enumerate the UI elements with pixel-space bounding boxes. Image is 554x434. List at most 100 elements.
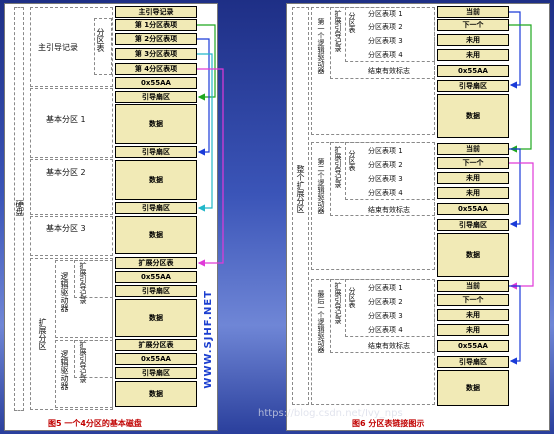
ld3-next-box: 下一个 [437, 294, 509, 306]
arrow-entry3-to-p3 [197, 53, 213, 212]
left-caption: 图5 一个4分区的基本磁盘 [48, 419, 142, 428]
ext-boot-record-2-label: 扩展引导记录 [79, 341, 87, 383]
mbr-group-label: 主引导记录 [38, 43, 78, 52]
ld2-next-box: 下一个 [437, 157, 509, 169]
ld2-entry2-label: 分区表项 2 [368, 161, 403, 169]
ld3-end-label: 结束有效标志 [368, 342, 410, 350]
p2-data-box: 数据 [115, 160, 197, 200]
ld1-unused1-box: 未用 [437, 34, 509, 46]
ld1-next-box: 下一个 [437, 19, 509, 31]
ext2-boot-box: 引导扇区 [115, 367, 197, 379]
ld1-entry4-label: 分区表项 4 [368, 51, 403, 59]
ld2-ebr-label: 扩展引导记录 [334, 146, 342, 188]
ld1-ebr-label: 扩展引导记录 [334, 10, 342, 52]
mbr-box: 主引导记录 [115, 6, 197, 18]
arrow-entry2-to-p2 [197, 38, 210, 156]
ld1-entry2-label: 分区表项 2 [368, 23, 403, 31]
p1-data-box: 数据 [115, 104, 197, 144]
p2-boot-box: 引导扇区 [115, 146, 197, 158]
ld2-sig-box: 0x55AA [437, 203, 509, 215]
ld3-entry4-label: 分区表项 4 [368, 326, 403, 334]
ld1-current-box: 当前 [437, 6, 509, 18]
ld3-sig-box: 0x55AA [437, 340, 509, 352]
whole-ext-label: 整个扩展分区 [296, 165, 305, 213]
ld2-entry3-label: 分区表项 3 [368, 175, 403, 183]
basic-partition-1-bracket [30, 88, 113, 158]
basic-partition-2-label: 基本分区 2 [46, 168, 86, 177]
ld1-pt-label: 分区表 [348, 12, 356, 33]
ld2-current-box: 当前 [437, 143, 509, 155]
ext2-data-box: 数据 [115, 381, 197, 407]
ext-boot-record-2-bracket [74, 340, 113, 378]
arrow-ld1-next [509, 24, 532, 153]
ld1-boot-box: 引导扇区 [437, 80, 509, 92]
partition-table-label: 分区表 [96, 28, 105, 52]
basic-partition-2-bracket [30, 159, 113, 215]
p3-boot-box: 引导扇区 [115, 202, 197, 214]
ld3-current-box: 当前 [437, 280, 509, 292]
partition-table-bracket [94, 18, 112, 75]
ext2-sig-box: 0x55AA [115, 353, 197, 365]
ld2-end-label: 结束有效标志 [368, 206, 410, 214]
entry1-box: 第 1分区表项 [115, 19, 197, 31]
ld3-entry3-label: 分区表项 3 [368, 312, 403, 320]
ext2-table-box: 扩展分区表 [115, 339, 197, 351]
logical-drive-1-label: 逻辑驱动器 [60, 272, 69, 312]
p3-data-box: 数据 [115, 216, 197, 254]
ld2-unused1-box: 未用 [437, 172, 509, 184]
ext1-sig-box: 0x55AA [115, 271, 197, 283]
arrow-entry4-to-ext [197, 68, 224, 267]
ld1-end-label: 结束有效标志 [368, 67, 410, 75]
right-caption: 图6 分区表链接图示 [352, 419, 425, 428]
ld3-entry1-label: 分区表项 1 [368, 284, 403, 292]
basic-partition-3-label: 基本分区 3 [46, 224, 86, 233]
ext1-data-box: 数据 [115, 299, 197, 337]
ld3-pt-label: 分区表 [348, 287, 356, 308]
basic-partition-3-bracket [30, 216, 113, 256]
ld3-unused1-box: 未用 [437, 309, 509, 321]
arrow-ld1-current [509, 11, 521, 89]
ld1-entry3-label: 分区表项 3 [368, 37, 403, 45]
extended-partition-label: 扩展分区 [38, 318, 47, 350]
arrow-ld2-next [509, 162, 534, 290]
ld3-data-box: 数据 [437, 370, 509, 406]
ext1-table-box: 扩展分区表 [115, 257, 197, 269]
ld1-label: 第一个逻辑驱动器 [317, 18, 325, 74]
ld1-data-box: 数据 [437, 94, 509, 138]
ld2-entry4-label: 分区表项 4 [368, 189, 403, 197]
ld3-label: 最后一个逻辑驱动器 [317, 290, 325, 353]
entry3-box: 第 3分区表项 [115, 48, 197, 60]
ld3-unused2-box: 未用 [437, 324, 509, 336]
arrow-entry1-to-p1 [197, 24, 216, 101]
ext-boot-record-1-bracket [74, 260, 113, 298]
ld1-pt-bracket [345, 7, 435, 62]
basic-partition-1-label: 基本分区 1 [46, 115, 86, 124]
mbr-sig-box: 0x55AA [115, 77, 197, 89]
ld3-pt-bracket [345, 279, 435, 337]
ld3-boot-box: 引导扇区 [437, 356, 509, 368]
ld2-pt-label: 分区表 [348, 150, 356, 171]
url-watermark: https://blog.csdn.net/Ivy_nps [258, 408, 403, 419]
arrow-ld3-current [509, 285, 521, 365]
ld1-unused2-box: 未用 [437, 49, 509, 61]
ext1-boot-box: 引导扇区 [115, 285, 197, 297]
ld2-data-box: 数据 [437, 233, 509, 277]
ld3-ebr-label: 扩展引导记录 [334, 282, 342, 324]
ld3-entry2-label: 分区表项 2 [368, 298, 403, 306]
ld2-boot-box: 引导扇区 [437, 219, 509, 231]
entry2-box: 第 2分区表项 [115, 33, 197, 45]
ld1-entry1-label: 分区表项 1 [368, 10, 403, 18]
entry4-box: 第 4分区表项 [115, 63, 197, 75]
ld2-label: 第二个逻辑驱动器 [317, 158, 325, 214]
whole-ext-bracket [292, 7, 309, 405]
disk-bracket [14, 7, 24, 411]
arrow-ld2-current [509, 148, 521, 228]
mbr-bracket [30, 7, 113, 87]
ld2-entry1-label: 分区表项 1 [368, 147, 403, 155]
p1-boot-box: 引导扇区 [115, 91, 197, 103]
disk-label: 硬盘 [15, 200, 24, 216]
ld2-pt-bracket [345, 142, 435, 200]
ld1-sig-box: 0x55AA [437, 65, 509, 77]
logical-drive-2-label: 逻辑驱动器 [60, 350, 69, 390]
